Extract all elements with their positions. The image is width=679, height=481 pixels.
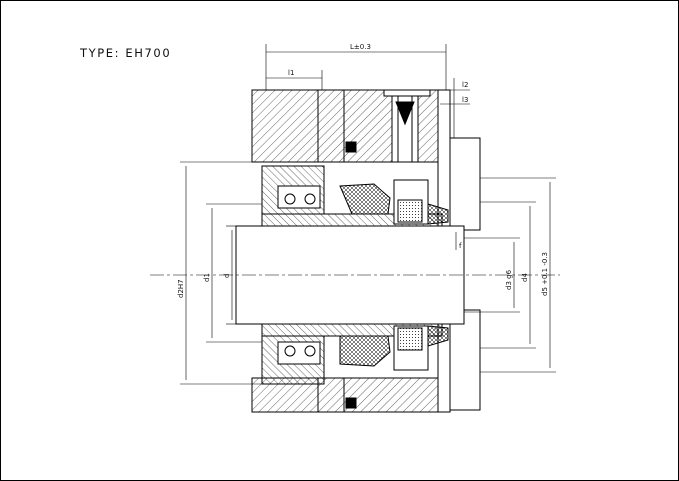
dim-d4: d4 (521, 273, 529, 282)
type-label: TYPE: EH700 (80, 46, 172, 60)
dim-l2: l2 (462, 81, 468, 89)
dim-l3: l3 (462, 96, 468, 104)
dim-f: f (459, 242, 462, 250)
dimension-labels: L±0.3 l1 l2 l3 f d2H7 d1 d d3 g6 d4 d5 +… (177, 43, 549, 298)
lower-seal-assembly (261, 325, 449, 409)
dim-d2: d2H7 (177, 279, 185, 298)
dim-d3: d3 g6 (505, 269, 513, 290)
flow-arrow-icon (395, 101, 415, 126)
shaft (150, 225, 560, 325)
dim-l1: l1 (288, 69, 294, 77)
dim-d1: d1 (203, 273, 211, 282)
inlet-port (383, 89, 431, 163)
dimension-lines (180, 44, 556, 385)
dim-overall-length: L±0.3 (350, 43, 371, 51)
dim-d: d (223, 274, 231, 278)
upper-seal-assembly (261, 141, 449, 225)
dim-d5: d5 +0.1 -0.3 (541, 252, 549, 296)
